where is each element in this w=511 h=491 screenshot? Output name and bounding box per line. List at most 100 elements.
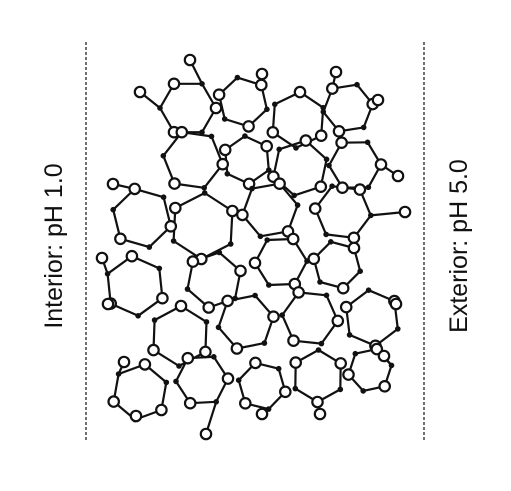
polymer-network	[95, 53, 412, 441]
oxygen-atom	[339, 300, 353, 314]
oxygen-atom	[114, 232, 127, 246]
oxygen-atom	[230, 342, 244, 355]
oxygen-atom	[335, 136, 348, 149]
oxygen-atom	[107, 395, 120, 408]
junction-atom	[235, 377, 242, 384]
junction-atom	[317, 279, 323, 285]
oxygen-atom	[378, 379, 391, 393]
junction-atom	[264, 237, 271, 243]
junction-atom	[157, 105, 163, 111]
junction-atom	[291, 192, 298, 199]
oxygen-atom	[169, 201, 182, 215]
junction-atom	[323, 231, 329, 238]
oxygen-atom	[129, 409, 143, 423]
junction-atom	[170, 238, 177, 244]
junction-atom	[215, 324, 222, 331]
oxygen-atom	[101, 297, 115, 311]
junction-atom	[146, 244, 153, 250]
junction-atom	[365, 287, 372, 294]
oxygen-atom	[221, 372, 235, 385]
oxygen-atom	[377, 349, 391, 363]
oxygen-atom	[133, 85, 147, 99]
junction-atom	[224, 171, 231, 177]
oxygen-atom	[255, 67, 269, 81]
oxygen-atom	[167, 77, 181, 91]
junction-atom	[216, 249, 223, 256]
oxygen-atom	[311, 395, 324, 409]
junction-atom	[199, 81, 205, 87]
oxygen-atom	[342, 368, 355, 381]
junction-atom	[201, 185, 207, 191]
oxygen-atom	[236, 208, 249, 222]
junction-atom	[135, 313, 141, 319]
oxygen-atom	[226, 204, 239, 218]
junction-atom	[320, 104, 327, 111]
oxygen-atom	[155, 403, 168, 417]
oxygen-atom	[293, 85, 307, 99]
junction-atom	[234, 74, 241, 81]
junction-atom	[151, 317, 158, 323]
junction-atom	[249, 185, 255, 192]
oxygen-atom	[325, 82, 339, 95]
oxygen-atom	[106, 177, 120, 191]
oxygen-atom	[307, 252, 321, 266]
oxygen-atom	[336, 281, 350, 295]
oxygen-atom	[181, 351, 195, 365]
oxygen-atom	[260, 139, 273, 153]
junction-atom	[329, 183, 335, 189]
junction-atom	[115, 371, 122, 377]
oxygen-atom	[199, 345, 212, 359]
junction-atom	[104, 271, 111, 277]
oxygen-atom	[255, 407, 269, 421]
junction-atom	[156, 265, 163, 272]
oxygen-atom	[299, 134, 313, 147]
junction-atom	[328, 239, 334, 245]
junction-atom	[261, 340, 268, 346]
interior-label: Interior: pH 1.0	[40, 163, 68, 328]
junction-atom	[160, 194, 167, 200]
junction-atom	[213, 399, 219, 405]
junction-atom	[368, 212, 374, 219]
oxygen-atom	[314, 129, 328, 142]
oxygen-atom	[95, 251, 109, 265]
oxygen-atom	[347, 241, 361, 255]
oxygen-atom	[249, 356, 262, 370]
oxygen-atom	[239, 396, 252, 410]
oxygen-atom	[267, 310, 280, 323]
junction-atom	[354, 81, 360, 88]
oxygen-atom	[391, 169, 405, 183]
oxygen-atom	[254, 78, 268, 92]
junction-atom	[272, 101, 278, 108]
oxygen-atom	[221, 294, 234, 308]
junction-atom	[163, 379, 170, 386]
junction-atom	[211, 354, 217, 360]
junction-atom	[388, 362, 395, 369]
junction-atom	[320, 109, 327, 115]
junction-atom	[275, 365, 282, 372]
oxygen-atom	[278, 385, 292, 399]
oxygen-atom	[292, 286, 305, 299]
oxygen-atom	[218, 143, 232, 157]
junction-atom	[176, 363, 182, 369]
junction-atom	[242, 133, 248, 139]
junction-atom	[203, 319, 210, 325]
oxygen-atom	[174, 299, 188, 313]
oxygen-atom	[336, 181, 349, 194]
oxygen-atom	[266, 126, 280, 139]
oxygen-atom	[242, 120, 255, 133]
oxygen-atom	[308, 202, 322, 215]
junction-atom	[279, 312, 286, 318]
junction-atom	[266, 282, 272, 288]
oxygen-atom	[332, 125, 346, 138]
oxygen-atom	[234, 264, 247, 278]
junction-atom	[257, 233, 264, 240]
atom-layer	[95, 53, 412, 441]
oxygen-atom	[273, 177, 286, 190]
oxygen-atom	[138, 358, 152, 371]
junction-atom	[292, 385, 299, 392]
junction-atom	[252, 292, 258, 299]
junction-atom	[337, 386, 344, 393]
junction-atom	[221, 116, 228, 122]
oxygen-atom	[334, 357, 347, 370]
